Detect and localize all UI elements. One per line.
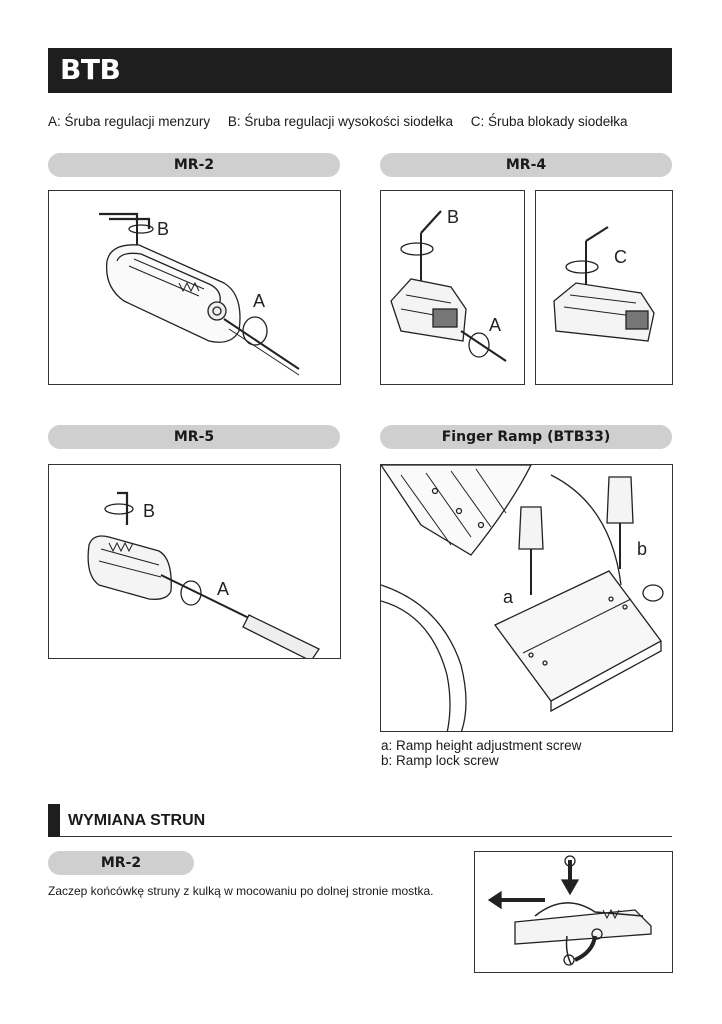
panel-title-finger-ramp: Finger Ramp (BTB33) [380, 425, 672, 449]
mr2-illustration: B A [48, 190, 341, 385]
section-heading: WYMIANA STRUN [48, 804, 672, 837]
mr5-label-b: B [143, 501, 155, 521]
finger-ramp-illustration: a b [380, 464, 673, 732]
mr4-label-a: A [489, 315, 501, 335]
mr5-illustration: B A [48, 464, 341, 659]
finger-ramp-label-a: a [503, 587, 514, 607]
finger-ramp-label-b: b [637, 539, 647, 559]
panel-title-mr2: MR-2 [48, 153, 340, 177]
legend-c: C: Śruba blokady siodełka [470, 114, 628, 129]
screw-legend: A: Śruba regulacji menzury B: Śruba regu… [48, 114, 642, 129]
legend-a: A: Śruba regulacji menzury [48, 114, 211, 129]
section-title: WYMIANA STRUN [68, 812, 206, 829]
section-body-text: Zaczep końcówkę struny z kulką w mocowan… [48, 884, 434, 898]
section-subtitle: MR-2 [48, 851, 194, 875]
mr4-label-b: B [447, 207, 459, 227]
page-title-bar: BTB [48, 48, 672, 93]
finger-ramp-note-a: a: Ramp height adjustment screw [381, 738, 582, 753]
mr4-illustration-right: C [535, 190, 673, 385]
section-heading-marker [48, 804, 60, 837]
finger-ramp-note-b: b: Ramp lock screw [381, 753, 499, 768]
mr2-label-b: B [157, 219, 169, 239]
mr4-label-c: C [614, 247, 627, 267]
string-change-illustration [474, 851, 673, 973]
mr4-illustration-left: B A [380, 190, 525, 385]
finger-ramp-notes: a: Ramp height adjustment screw b: Ramp … [381, 738, 581, 768]
panel-title-mr5: MR-5 [48, 425, 340, 449]
mr5-label-a: A [217, 579, 229, 599]
panel-title-mr4: MR-4 [380, 153, 672, 177]
mr2-label-a: A [253, 291, 265, 311]
page-title: BTB [60, 53, 121, 86]
legend-b: B: Śruba regulacji wysokości siodełka [227, 114, 453, 129]
